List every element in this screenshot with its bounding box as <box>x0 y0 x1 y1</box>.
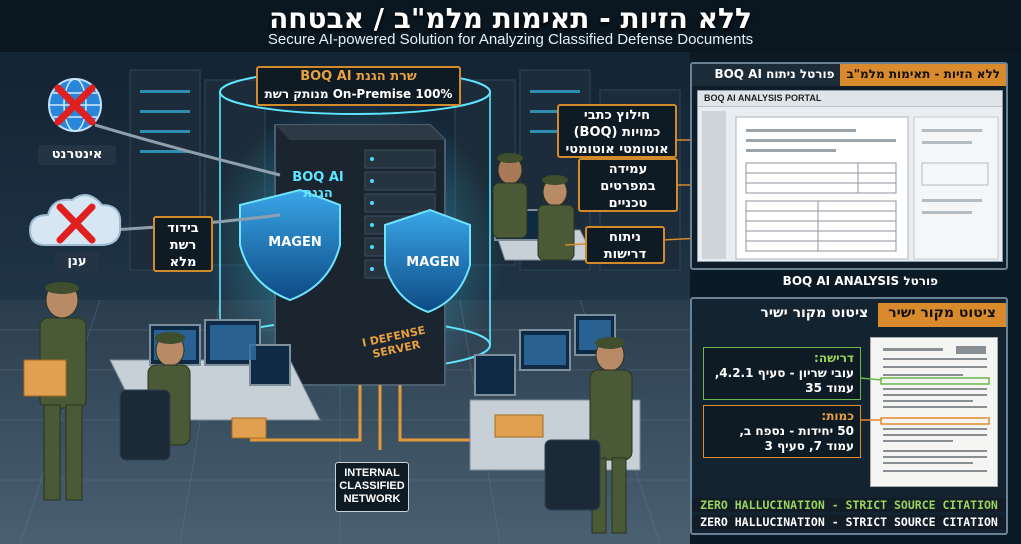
server-subtitle: 100% On-Premise מנותק רשת <box>264 87 453 101</box>
isolation-line3: מלא <box>169 255 197 270</box>
page-title: ללא הזיות - תאימות מלמ"ב / אבטחה <box>269 2 752 35</box>
internal-network-label: INTERNAL CLASSIFIED NETWORK <box>335 462 409 512</box>
source-document-page <box>870 337 998 487</box>
citation-callout-quantity: כמות: 50 יחידות - נספח ב, עמוד 7, סעיף 3 <box>703 405 861 458</box>
feature-requirements-analysis: ניתוח דרישות <box>585 226 665 264</box>
net-line2: CLASSIFIED <box>339 480 405 492</box>
isolation-line1: בידוד <box>167 221 199 236</box>
net-line1: INTERNAL <box>344 467 400 479</box>
portal-header: ללא הזיות - תאימות מלמ"ב פורטל ניתוח BOQ… <box>692 64 1006 86</box>
feature-spec-compliance: עמידה במפרטים טכניים <box>578 158 678 212</box>
citation-callout-requirement: דרישה: עובי שריון - סעיף 4.2.1, עמוד 35 <box>703 347 861 400</box>
isolation-line2: רשת <box>169 238 197 253</box>
portal-window: BOQ AI ANALYSIS PORTAL <box>697 90 1003 262</box>
server-brand-sub: הגנת <box>303 186 333 201</box>
callout-value: 50 יחידות - נספח ב, עמוד 7, סעיף 3 <box>739 424 854 453</box>
server-brand: BOQ AI <box>292 170 344 185</box>
shield-icon <box>384 208 471 314</box>
cloud-label: ענן <box>55 252 99 272</box>
shield-right-label: MAGEN <box>406 255 460 270</box>
document-lines <box>880 346 990 472</box>
citation-header-right: ציטוט מקור ישיר <box>878 303 1006 327</box>
feature-line: דרישות <box>603 247 647 262</box>
isolation-label: בידוד רשת מלא <box>153 216 213 272</box>
citation-header-left: ציטוט מקור ישיר <box>760 305 869 321</box>
server-body-label: BOQ AI הגנת <box>288 170 348 202</box>
portal-header-right: ללא הזיות - תאימות מלמ"ב <box>840 64 1006 86</box>
portal-caption: פורטל BOQ AI ANALYSIS <box>782 274 938 288</box>
zero-hallucination-banner-2: ZERO HALLUCINATION - STRICT SOURCE CITAT… <box>692 515 1006 529</box>
feature-line: כמויות (BOQ) <box>573 125 661 140</box>
shield-left-label: MAGEN <box>268 235 322 250</box>
callout-title: כמות: <box>821 409 854 423</box>
page-subtitle: Secure AI-powered Solution for Analyzing… <box>267 31 754 48</box>
feature-line: עמידה <box>608 162 648 177</box>
feature-line: אוטומטי אוטומטי <box>565 142 669 157</box>
server-title: שרת הגנת BOQ AI <box>300 69 417 84</box>
net-line3: NETWORK <box>343 493 401 505</box>
feature-line: ניתוח <box>609 230 641 245</box>
feature-boq-extraction: חילוץ כתבי כמויות (BOQ) אוטומטי אוטומטי <box>557 104 677 158</box>
zero-hallucination-banner-1: ZERO HALLUCINATION - STRICT SOURCE CITAT… <box>692 498 1006 512</box>
feature-line: טכניים <box>608 196 648 211</box>
callout-value: עובי שריון - סעיף 4.2.1, עמוד 35 <box>714 366 854 395</box>
citation-header: ציטוט מקור ישיר ציטוט מקור ישיר <box>692 303 1006 327</box>
citation-connector-lines <box>860 377 882 421</box>
callout-title: דרישה: <box>814 351 854 365</box>
internet-label: אינטרנט <box>38 145 116 165</box>
feature-line: חילוץ כתבי <box>583 108 651 123</box>
portal-window-title: BOQ AI ANALYSIS PORTAL <box>698 91 1002 107</box>
portal-header-left: פורטל ניתוח BOQ AI <box>692 64 841 86</box>
portal-document-preview <box>702 111 999 260</box>
feature-line: במפרטים <box>600 179 656 194</box>
server-title-box: שרת הגנת BOQ AI 100% On-Premise מנותק רש… <box>256 66 461 106</box>
